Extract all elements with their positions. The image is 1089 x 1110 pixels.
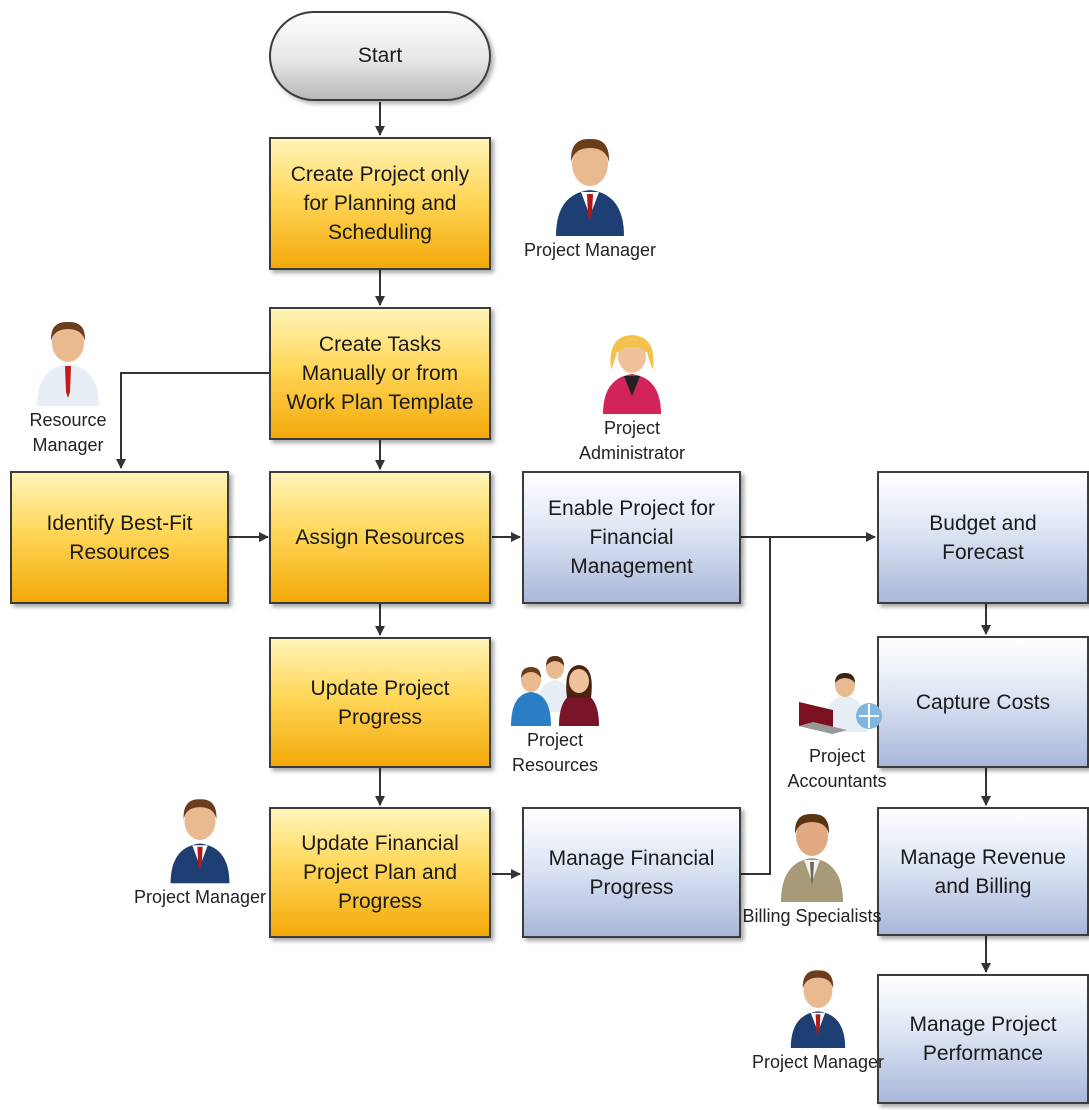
connector-manage-financial-to-budget [741,537,771,875]
role-project-administrator: Project Administrator [562,330,702,466]
step-identify-resources: Identify Best-Fit Resources [10,471,229,604]
role-resource-manager: Resource Manager [0,318,138,458]
step-create-tasks: Create Tasks Manually or from Work Plan … [269,307,491,440]
role-label: Project Manager [523,240,657,260]
male-shirt-person-icon [37,321,99,406]
step-assign-resources: Assign Resources [269,471,491,604]
male-manager-person-icon [170,799,230,884]
step-update-progress: Update Project Progress [269,637,491,768]
role-project-manager-top: Project Manager [520,134,660,263]
step-capture-costs: Capture Costs [877,636,1089,768]
role-project-resources: Project Resources [485,652,625,778]
role-label: Project Accountants [787,746,887,791]
role-label: Project Manager [751,1052,885,1072]
role-label: Project Administrator [578,418,686,463]
step-enable-financial: Enable Project for Financial Management [522,471,741,604]
role-label: Project Resources [511,730,599,775]
group-people-icon [511,656,599,726]
male-tan-suit-person-icon [781,813,843,902]
step-manage-financial-progress: Manage Financial Progress [522,807,741,938]
start-terminator: Start [269,11,491,101]
male-manager-person-icon [556,138,624,236]
role-project-accountants: Project Accountants [767,672,907,794]
connector-tasks-to-identify [116,372,269,469]
role-label: Project Manager [133,887,267,907]
step-manage-performance: Manage Project Performance [877,974,1089,1104]
role-label: Billing Specialists [742,906,882,926]
role-billing-specialists: Billing Specialists [742,810,882,929]
role-project-manager-bottom: Project Manager [748,966,888,1075]
male-manager-person-icon [790,970,846,1048]
step-create-project: Create Project only for Planning and Sch… [269,137,491,270]
accountant-laptop-person-icon [799,673,882,734]
role-label: Resource Manager [29,410,107,455]
role-project-manager-mid: Project Manager [130,795,270,910]
female-person-icon [603,335,661,414]
step-manage-revenue-billing: Manage Revenue and Billing [877,807,1089,936]
step-budget-forecast: Budget and Forecast [877,471,1089,604]
step-update-financial-plan: Update Financial Project Plan and Progre… [269,807,491,938]
